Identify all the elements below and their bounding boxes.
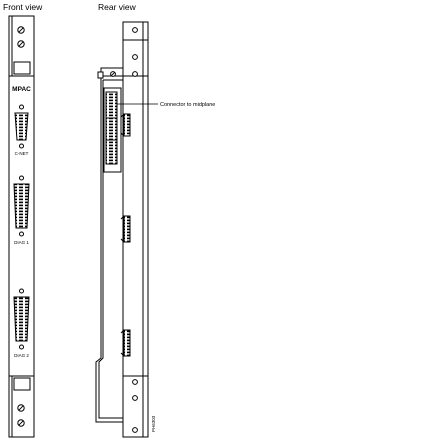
rear-hole-6 [132,427,138,433]
diag1-connector [13,175,30,237]
rear-hole-1 [132,27,138,33]
rear-hole-3 [132,71,138,77]
connector-housing [103,87,122,173]
rear-connector-3 [120,329,131,357]
circuit-board-outline [95,67,123,423]
front-panel [8,15,35,438]
diag2-connector [13,288,30,350]
rear-connector-2 [120,215,131,243]
cnet-connector [14,104,29,149]
figure-id: PH6303 [151,415,156,432]
rear-hole-5 [132,395,138,401]
midplane-callout-label: Connector to midplane [160,102,215,108]
top-ejector-handle [13,61,31,75]
circuit-board-inner-edge [98,80,123,419]
diag2-connector-label: DIAG 2 [14,353,29,358]
rear-hole-2 [132,54,138,60]
diag1-connector-label: DIAG 1 [14,240,29,245]
cnet-connector-label: C-NET [15,151,29,156]
rear-panel [95,21,149,438]
front-screw-bottom-1 [17,404,25,412]
front-screw-top-2 [17,40,25,48]
rear-connector-1 [120,113,131,137]
front-view-title: Front view [3,2,43,12]
rear-faceplate [122,21,149,438]
midplane-connector [105,91,118,165]
rear-hole-4 [132,379,138,385]
card-label: MPAC [12,86,31,93]
bottom-ejector-handle [13,377,31,391]
board-screw-top [110,71,116,77]
front-screw-top-1 [17,26,25,34]
board-standoff-top [97,71,104,79]
front-screw-bottom-2 [17,419,25,427]
rear-view-title: Rear view [98,2,136,12]
front-faceplate [8,15,35,438]
